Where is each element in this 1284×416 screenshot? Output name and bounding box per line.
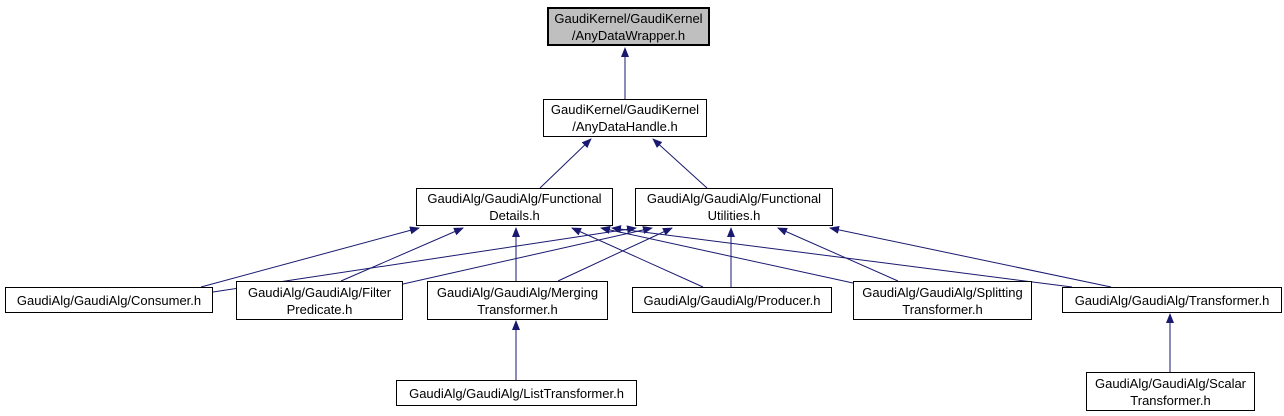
node-producer[interactable]: GaudiAlg/GaudiAlg/Producer.h (632, 287, 832, 313)
node-consumer[interactable]: GaudiAlg/GaudiAlg/Consumer.h (5, 287, 213, 313)
node-label-line: Details.h (489, 208, 540, 223)
edge-splitting-transformer-to-functional-utilities (777, 227, 899, 282)
node-label-line: GaudiAlg/GaudiAlg/Merging (436, 284, 599, 300)
node-label-line: /AnyDataWrapper.h (571, 27, 686, 43)
node-label-line: /AnyDataHandle.h (572, 119, 678, 134)
edge-consumer-to-functional-details (200, 226, 420, 288)
node-label-line: Utilities.h (707, 208, 761, 223)
node-label-line: GaudiAlg/GaudiAlg/Functional (427, 191, 602, 206)
edge-merging-transformer-to-functional-utilities (557, 227, 673, 282)
edge-filter-predicate-to-functional-utilities (402, 226, 653, 285)
node-label-line: GaudiAlg/GaudiAlg/Consumer.h (16, 292, 202, 308)
node-label-line: Predicate.h (286, 301, 353, 317)
node-label-line: GaudiKernel/GaudiKernel (550, 102, 700, 117)
edge-transformer-to-functional-details (611, 225, 1073, 288)
node-label-line: GaudiAlg/GaudiAlg/Scalar (1094, 375, 1247, 391)
node-label-line: GaudiAlg/GaudiAlg/Filter (247, 284, 392, 300)
edge-filter-predicate-to-functional-details (340, 227, 464, 282)
edge-splitting-transformer-to-functional-details (600, 226, 854, 284)
edge-transformer-to-functional-utilities (829, 225, 1112, 288)
edge-functional-details-to-gaudikernel-anydatahandle (539, 138, 592, 189)
node-label-line: GaudiKernel/GaudiKernel (554, 10, 703, 26)
node-gaudikernel-anydatahandle[interactable]: GaudiKernel/GaudiKernel/AnyDataHandle.h (543, 99, 707, 137)
edge-functional-utilities-to-gaudikernel-anydatahandle (652, 138, 708, 189)
node-label-line: Transformer.h (1130, 392, 1211, 408)
node-list-transformer[interactable]: GaudiAlg/GaudiAlg/ListTransformer.h (396, 380, 637, 406)
node-label-line: Transformer.h (477, 301, 558, 317)
node-label-line: GaudiAlg/GaudiAlg/Functional (646, 191, 822, 206)
edge-producer-to-functional-details (571, 227, 704, 288)
node-label-line: GaudiAlg/GaudiAlg/Splitting (862, 284, 1023, 300)
node-label-line: GaudiAlg/GaudiAlg/ListTransformer.h (409, 385, 624, 401)
node-label-line: GaudiAlg/GaudiAlg/Producer.h (643, 292, 821, 308)
node-transformer[interactable]: GaudiAlg/GaudiAlg/Transformer.h (1062, 287, 1282, 313)
node-label-line: Transformer.h (902, 301, 983, 317)
node-gaudikernel-anydatawrapper: GaudiKernel/GaudiKernel/AnyDataWrapper.h (547, 7, 710, 46)
node-label-line: GaudiAlg/GaudiAlg/Transformer.h (1074, 292, 1270, 308)
